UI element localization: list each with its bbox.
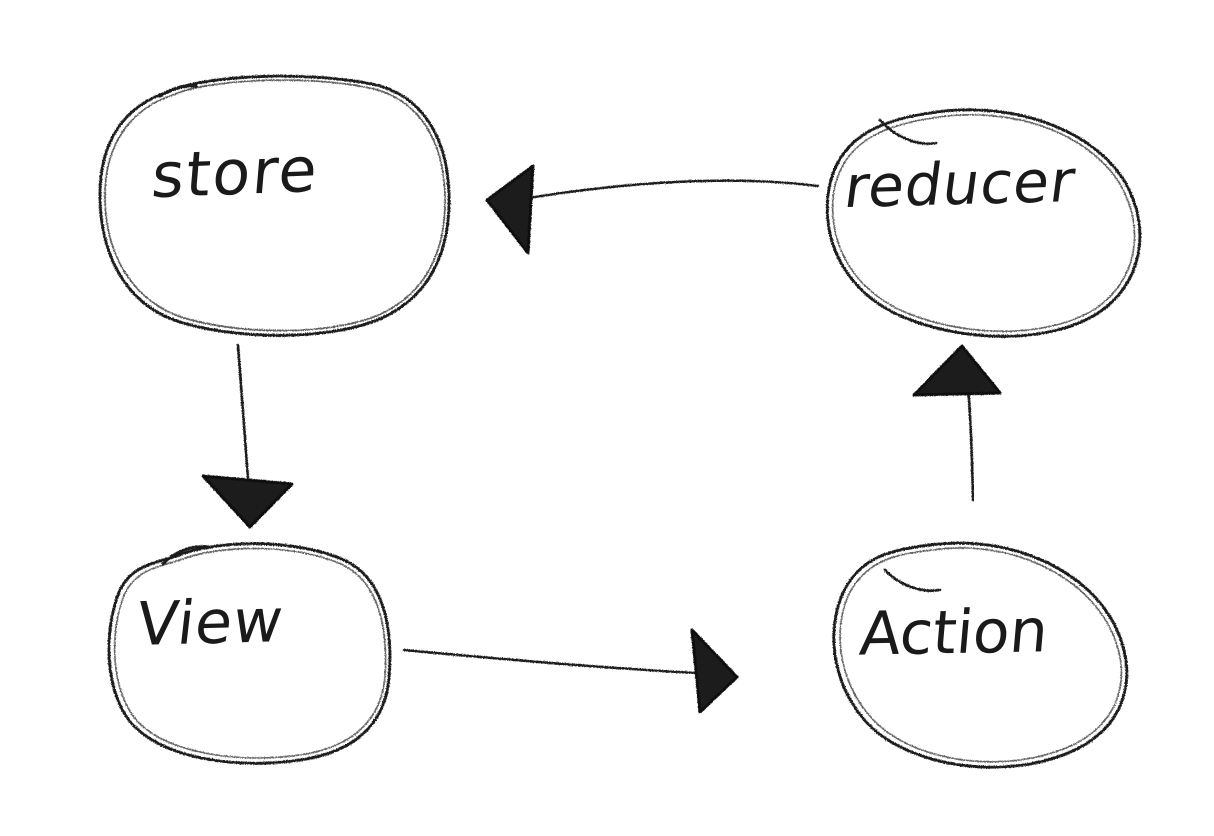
node-shape-store[interactable]: [98, 74, 451, 337]
node-shape-view[interactable]: [107, 542, 392, 765]
node-shape-reducer[interactable]: [825, 108, 1142, 338]
node-shape-action[interactable]: [832, 541, 1129, 769]
edge-action-to-reducer[interactable]: [912, 344, 1002, 502]
edge-view-to-action[interactable]: [402, 628, 739, 714]
edge-reducer-to-store[interactable]: [485, 164, 820, 255]
edge-store-to-view[interactable]: [201, 343, 294, 529]
